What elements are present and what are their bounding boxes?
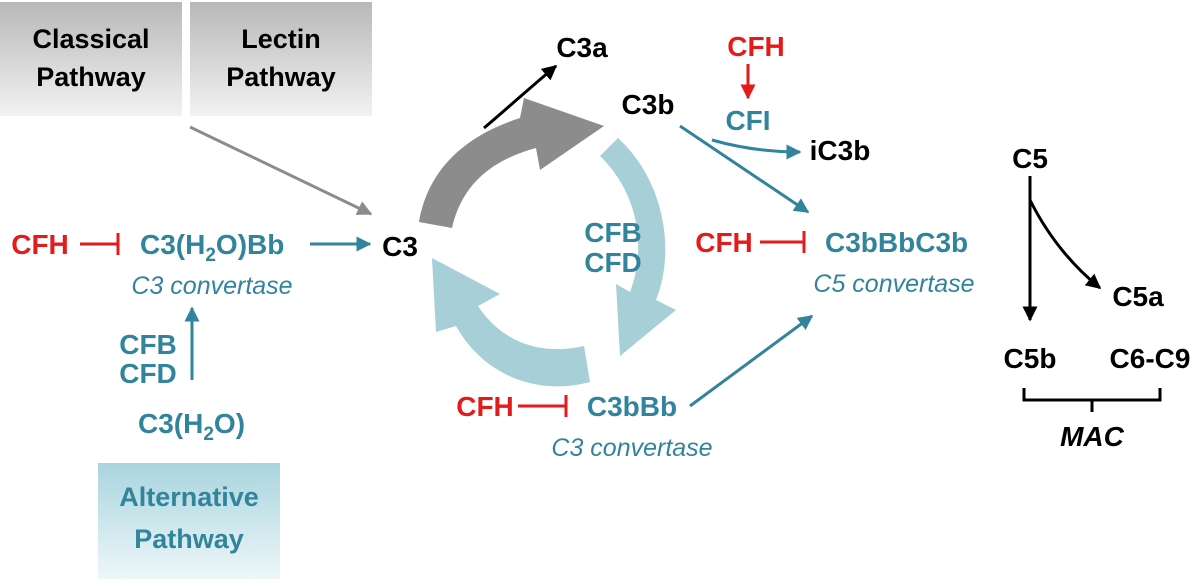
alternative-pathway-label-line2: Pathway — [134, 524, 244, 554]
c3bbb-label: C3bBb — [587, 391, 677, 422]
pathway-to-c3-arrow — [189, 125, 373, 216]
c5-convertase-label: C5 convertase — [813, 270, 974, 298]
cfi-label: CFI — [725, 105, 770, 136]
c5-to-c5a-arrow — [1028, 199, 1102, 290]
c5a-label: C5a — [1112, 281, 1164, 312]
c6-c9-label: C6-C9 — [1110, 343, 1191, 374]
cfh-label-fluid: CFH — [11, 229, 69, 260]
mac-label: MAC — [1060, 421, 1125, 452]
c5-label: C5 — [1012, 143, 1048, 174]
cfd-label-cycle: CFD — [584, 247, 642, 278]
cfh-inhibits-c3h2obb — [80, 233, 120, 255]
surface-c3-convertase-label: C3 convertase — [551, 434, 712, 462]
c3bbb-to-c3-light-arc-arrow — [432, 258, 590, 387]
cfh-label-cfi: CFH — [727, 31, 785, 62]
fluid-c3-convertase-label: C3 convertase — [131, 272, 292, 300]
cfb-label-fluid: CFB — [119, 329, 177, 360]
c3-label: C3 — [382, 231, 418, 262]
cfh-inhibits-c5-convertase — [760, 231, 806, 253]
c3b-to-ic3b-arrow — [711, 138, 802, 160]
c3b-to-c3bbb-light-arc-arrow — [600, 138, 676, 356]
c3b-label: C3b — [622, 89, 675, 120]
classical-pathway-label-line1: Classical — [32, 24, 149, 54]
c3-to-c3a-arrow — [483, 64, 558, 130]
c5b-label: C5b — [1004, 343, 1057, 374]
cfd-label-fluid: CFD — [119, 358, 177, 389]
lectin-pathway-label-line2: Pathway — [226, 62, 336, 92]
lectin-pathway-label-line1: Lectin — [241, 24, 321, 54]
c3h2o-label: C3(H2O) — [138, 408, 245, 445]
cfh-inhibits-c3bbb — [518, 395, 568, 417]
classical-pathway-box: Classical Pathway — [0, 2, 182, 116]
ic3b-label: iC3b — [810, 135, 871, 166]
c3b-to-c5-convertase-arrow — [679, 124, 810, 214]
c3-to-c3b-gray-arc-arrow — [419, 98, 604, 228]
alternative-pathway-label-line1: Alternative — [119, 482, 259, 512]
c3bbbc3b-label: C3bBbC3b — [825, 227, 968, 258]
c3a-label: C3a — [556, 32, 608, 63]
classical-pathway-label-line2: Pathway — [36, 62, 146, 92]
cfh-label-c3bbb: CFH — [456, 391, 514, 422]
mac-bracket — [1022, 388, 1162, 412]
c3h2obb-label: C3(H2O)Bb — [140, 229, 284, 266]
cfb-label-cycle: CFB — [584, 217, 642, 248]
alternative-pathway-box: Alternative Pathway — [98, 463, 280, 579]
c3bbb-to-c5-convertase-arrow — [689, 314, 814, 408]
lectin-pathway-box: Lectin Pathway — [190, 2, 372, 116]
cfh-label-c5-convertase: CFH — [695, 227, 753, 258]
